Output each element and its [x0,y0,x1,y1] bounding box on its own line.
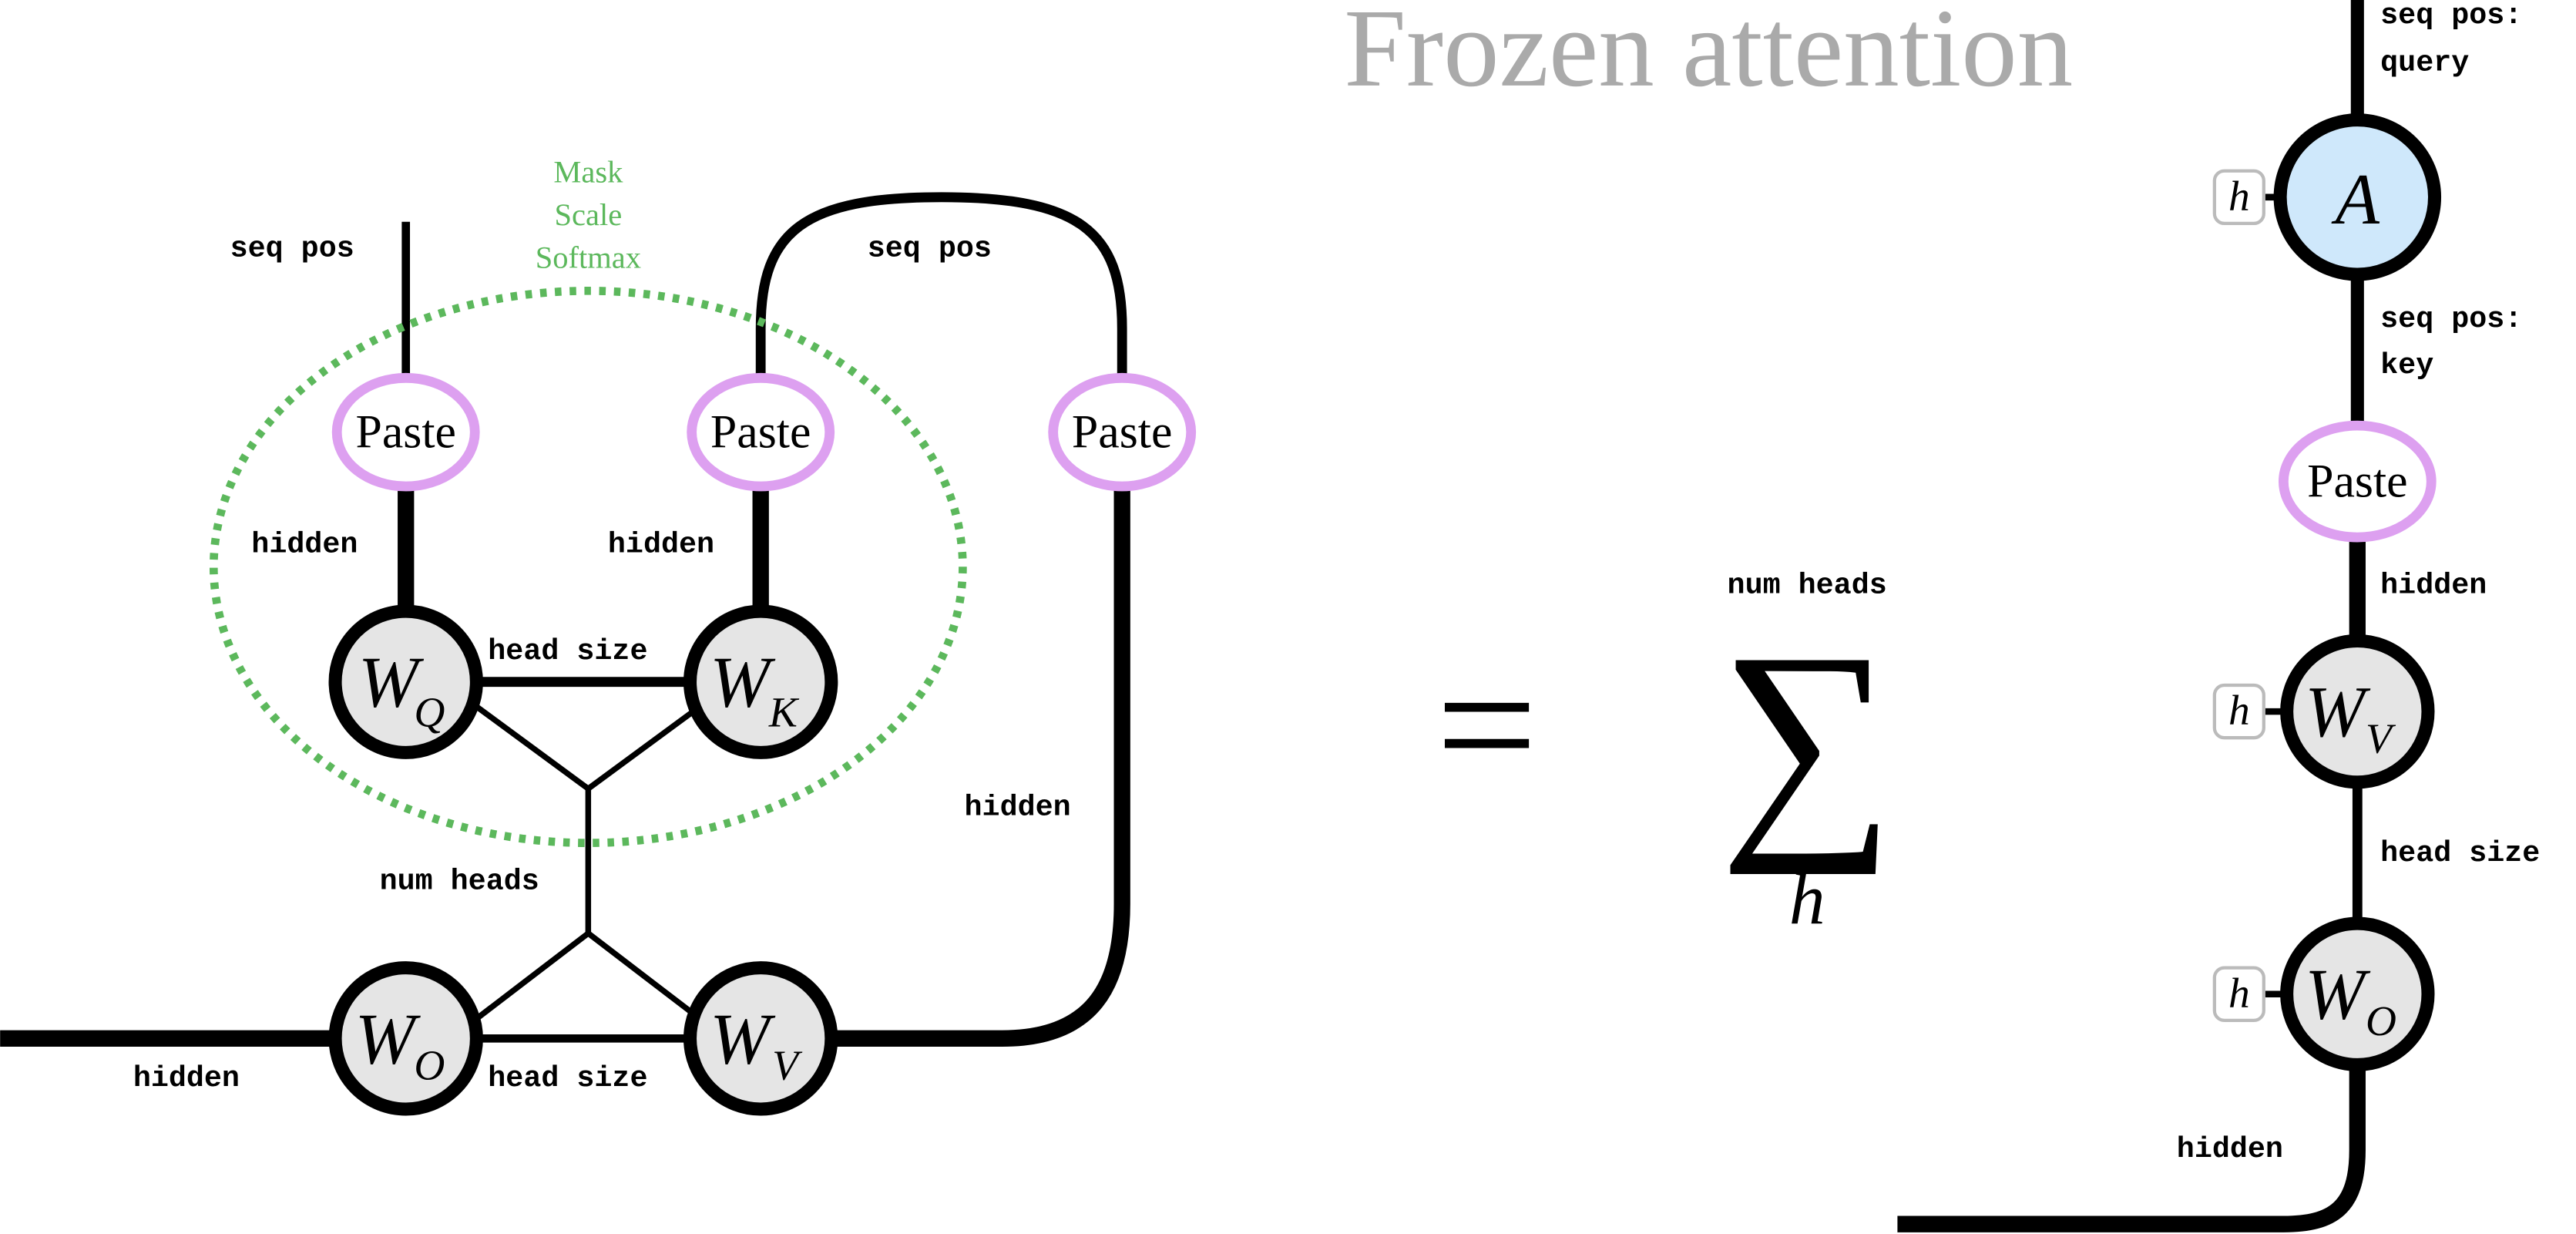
label-hidden: hidden [2380,569,2487,603]
weight-subscript: V [2366,715,2396,762]
weight-symbol: W [710,999,776,1079]
edge-num-heads-ov [475,930,702,1021]
attention-node: A [2273,113,2442,281]
mask-label: Mask [553,155,623,190]
right-edges [1897,0,2366,1232]
diagram-title: Frozen attention [1344,0,2073,110]
paste-label: Paste [710,406,811,459]
head-index: h [2228,970,2250,1017]
weight-symbol: W [2305,672,2371,752]
weight-node-wq: W Q [328,604,483,759]
weight-node-wo: W O [328,961,483,1116]
paste-label: Paste [2307,456,2407,508]
left-edges [0,192,1130,1047]
paste-node-right: Paste [2278,420,2437,543]
head-index-box: h [2212,169,2265,226]
label-seq-pos-key: key [2380,348,2433,382]
sum-index: h [1789,859,1825,940]
head-index: h [2228,173,2250,220]
sum-over-label: num heads [1728,569,1887,603]
weight-subscript: K [768,688,800,735]
label-head-size: head size [488,634,647,668]
paste-node-v: Paste [1048,372,1197,492]
attention-symbol: A [2331,160,2380,240]
weight-subscript: O [414,1042,445,1089]
weight-symbol: W [710,643,776,723]
label-head-size: head size [2380,836,2540,870]
weight-node-wk: W K [683,604,838,759]
head-index-box: h [2212,966,2265,1022]
label-num-heads: num heads [380,864,539,898]
head-index-box: h [2212,683,2265,740]
equals-sign: = [1436,624,1537,825]
label-hidden: hidden [133,1061,240,1095]
weight-subscript: O [2366,997,2396,1044]
weight-subscript: Q [414,688,445,735]
label-seq-pos-query: seq pos: [2380,0,2522,32]
softmax-label: Softmax [536,240,641,274]
weight-symbol: W [355,999,421,1079]
weight-node-wv-right: W V [2280,634,2435,789]
label-seq-pos: seq pos [868,232,992,266]
weight-subscript: V [772,1042,803,1089]
label-seq-pos: seq pos [230,232,354,266]
scale-label: Scale [554,197,622,232]
label-hidden: hidden [2177,1132,2283,1166]
edge-seq-pos-k-v [755,192,1127,378]
edge-hidden-bottom [1897,1068,2366,1232]
paste-label: Paste [355,406,455,459]
edge-hidden-v [829,488,1130,1047]
paste-node-q: Paste [331,372,480,492]
weight-symbol: W [358,643,425,723]
head-index: h [2228,687,2250,734]
label-head-size: head size [488,1061,647,1095]
weight-node-wv: W V [683,961,838,1116]
label-hidden: hidden [608,527,714,561]
paste-node-k: Paste [687,372,835,492]
label-hidden: hidden [965,790,1071,824]
label-hidden: hidden [251,527,358,561]
label-seq-pos-key: seq pos: [2380,302,2522,336]
attention-pattern-region [209,287,967,847]
weight-node-wo-right: W O [2280,916,2435,1071]
sigma-symbol: ∑ [1719,603,1895,876]
paste-label: Paste [1072,406,1172,459]
label-seq-pos-query: query [2380,46,2469,80]
weight-symbol: W [2305,955,2371,1035]
edge-num-heads [475,704,702,792]
